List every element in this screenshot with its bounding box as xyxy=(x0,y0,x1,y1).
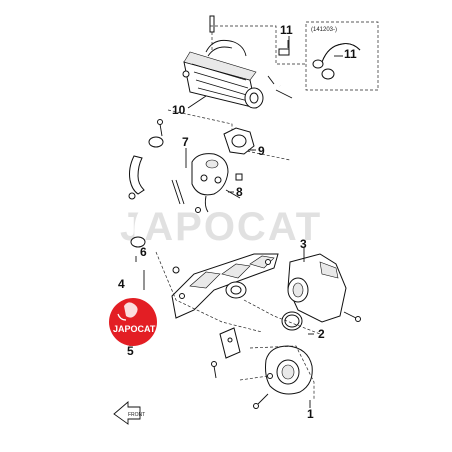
inset-box: (141203-) xyxy=(305,21,379,91)
throttle-housing-part-1 xyxy=(253,345,313,409)
bracket-part-7 xyxy=(171,179,201,213)
callout-7: 7 xyxy=(182,135,189,149)
callout-2: 2 xyxy=(318,327,325,341)
callout-6: 6 xyxy=(140,245,147,259)
callout-10: 10 xyxy=(172,103,186,117)
badge-text: JAPOCAT xyxy=(113,324,156,334)
egr-valve-part-8 xyxy=(191,153,243,213)
egr-pipe-part-6 xyxy=(128,119,164,248)
front-arrow-label: FRONT xyxy=(128,412,145,418)
callout-11-top: 11 xyxy=(280,23,293,37)
intake-manifold-part-4 xyxy=(171,253,279,319)
gasket-part-9 xyxy=(223,127,256,155)
callout-9: 9 xyxy=(258,144,265,158)
japocat-badge: JAPOCAT xyxy=(109,298,157,346)
inset-date-code: (141203-) xyxy=(311,27,337,33)
egr-cooler-part-10 xyxy=(182,15,264,109)
front-direction-arrow: FRONT xyxy=(113,401,145,425)
callout-11-inset: 11 xyxy=(344,47,357,61)
callout-4: 4 xyxy=(118,277,125,291)
callout-5: 5 xyxy=(127,344,134,358)
inset-clamp xyxy=(312,59,324,69)
mount-bracket xyxy=(211,327,241,379)
callout-3: 3 xyxy=(300,237,307,251)
throttle-body-part-3 xyxy=(287,253,361,323)
callout-1: 1 xyxy=(307,407,314,421)
o-ring-part-2 xyxy=(281,311,303,331)
callout-8: 8 xyxy=(236,185,243,199)
hose-part-11 xyxy=(267,40,293,99)
watermark-text: JAPOCAT xyxy=(120,205,322,249)
